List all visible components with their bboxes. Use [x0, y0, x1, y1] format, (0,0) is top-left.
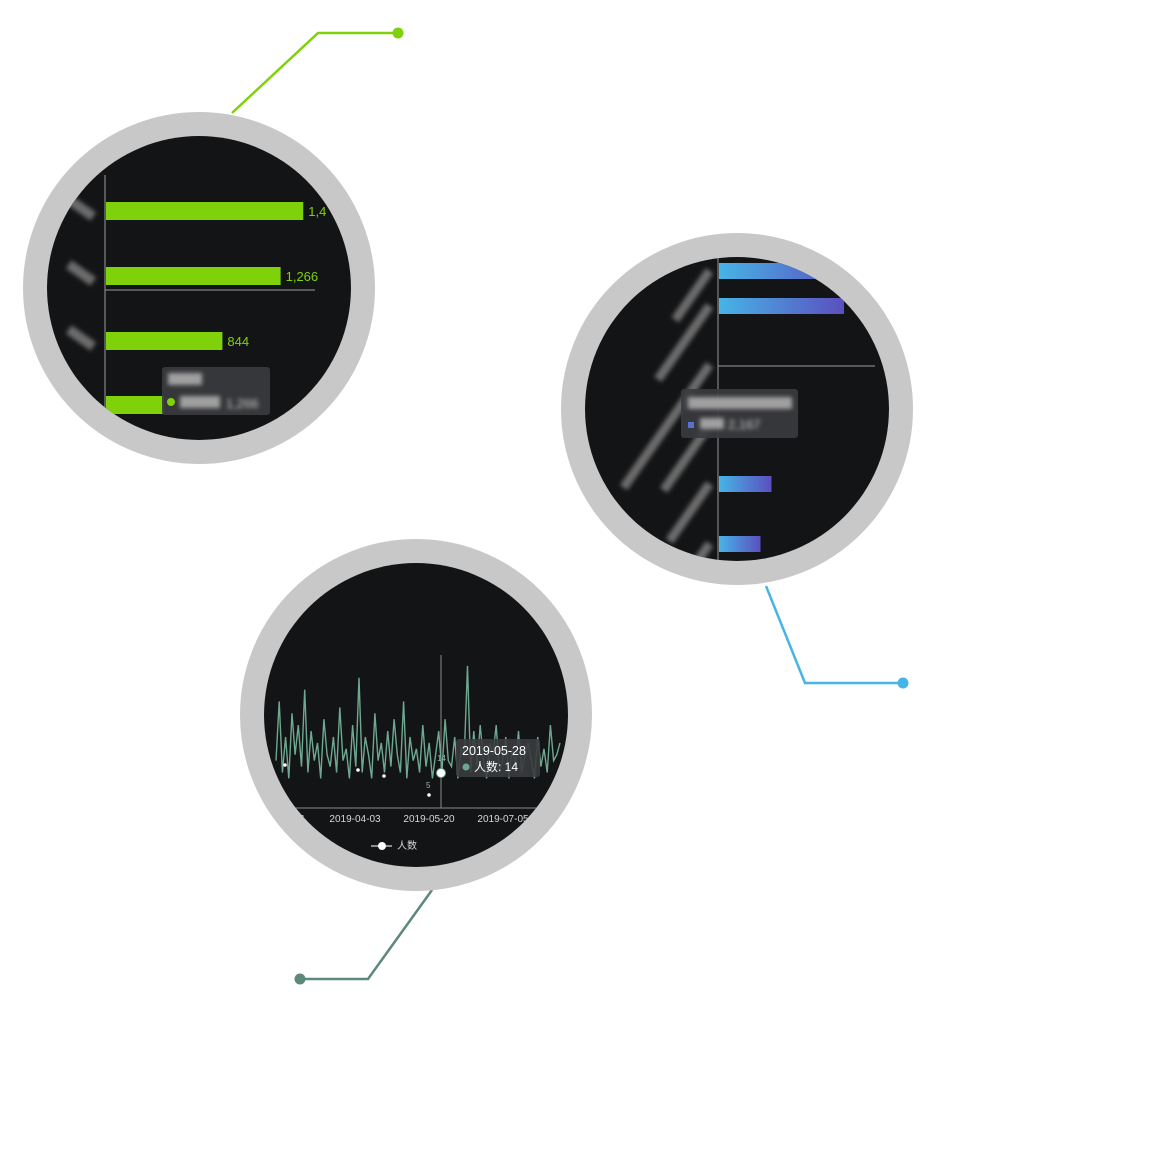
bar	[719, 536, 761, 552]
x-tick-label: 2019-04-03	[329, 814, 381, 825]
connector-line-blue	[764, 585, 903, 685]
tooltip-label-blurred	[180, 396, 220, 408]
data-label: 1,266	[286, 269, 319, 284]
series-point	[427, 793, 431, 797]
category-label-blurred	[660, 422, 714, 493]
tooltip-value: 人数: 14	[474, 759, 518, 774]
category-label-blurred	[65, 325, 97, 351]
series-point	[356, 768, 360, 772]
series-point	[283, 763, 287, 767]
lens-ring	[561, 233, 913, 585]
bar	[106, 202, 304, 220]
connector-dot-teal	[294, 973, 306, 985]
lens-panel	[264, 563, 568, 867]
bar	[719, 476, 772, 492]
x-tick-label: 2019-07-05	[477, 814, 529, 825]
bar	[106, 332, 223, 350]
tooltip-box	[456, 739, 540, 777]
bar	[106, 267, 281, 285]
tooltip-marker	[688, 422, 694, 428]
data-label: 844	[227, 334, 249, 349]
data-label: 1,4	[308, 204, 326, 219]
legend-marker	[378, 842, 386, 850]
point-label: 14	[437, 754, 446, 763]
category-label-blurred	[677, 541, 714, 561]
blue-bar-chart: 2,167	[619, 257, 875, 561]
tooltip-date: 2019-05-28	[462, 744, 526, 758]
category-label-blurred	[65, 260, 97, 286]
lens-ring	[23, 112, 375, 464]
highlighted-point	[436, 768, 446, 778]
bar	[719, 298, 844, 314]
tooltip-value: 1,266	[226, 396, 259, 411]
tooltip-label-blurred	[700, 418, 724, 429]
connector-line-teal	[300, 889, 434, 981]
category-label-blurred	[654, 303, 714, 383]
green-bar-chart: 1,4 1,266 844 1,266	[65, 175, 326, 440]
point-label: 5	[426, 781, 431, 790]
tooltip-title-blurred	[688, 397, 792, 409]
connector-line-green	[231, 31, 398, 114]
connector-dot-green	[392, 27, 404, 39]
connector-dot-blue	[897, 677, 909, 689]
tooltip-marker	[167, 398, 175, 406]
tooltip-title-blurred	[168, 373, 202, 385]
category-label-blurred	[671, 268, 714, 323]
series-point	[382, 774, 386, 778]
tooltip-marker	[462, 763, 470, 771]
bar	[106, 396, 164, 414]
tooltip-value: 2,167	[728, 417, 761, 432]
legend-label: 人数	[397, 839, 417, 852]
category-label-blurred	[665, 481, 714, 544]
lens-green-bar-chart: 1,4 1,266 844 1,266	[23, 112, 375, 464]
x-tick-label: 2019-05-20	[403, 814, 455, 825]
lens-blue-bar-chart: 2,167	[561, 233, 913, 585]
lens-ring	[240, 539, 592, 891]
